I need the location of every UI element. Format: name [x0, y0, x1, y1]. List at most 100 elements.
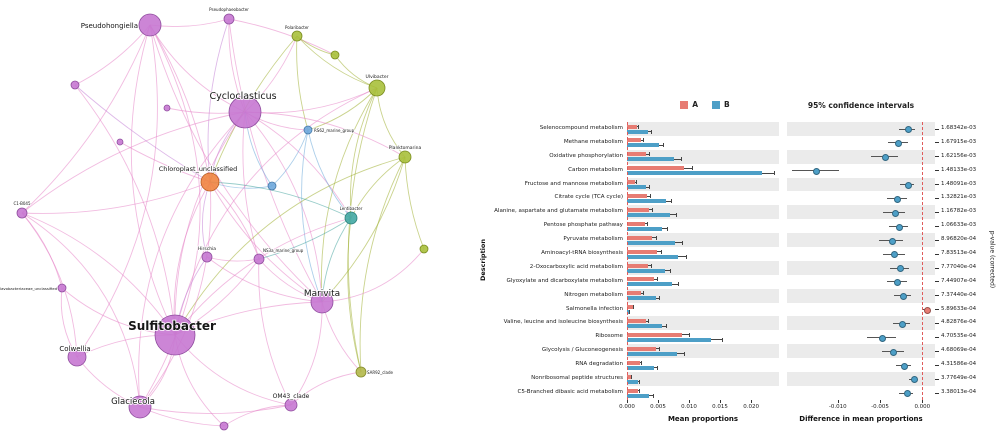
bar-axis-tick-label: 0.010 [681, 404, 697, 410]
pvalue-tick [935, 170, 939, 172]
panel-gap [779, 191, 787, 205]
pvalue-tick [935, 225, 939, 227]
diff-axis-title: Difference in mean proportions [799, 415, 923, 423]
diff-dot [900, 293, 908, 301]
pathway-label: Alanine, aspartate and glutamate metabol… [494, 208, 623, 215]
mean-proportions-cell [627, 260, 779, 275]
mean-proportions-cell [627, 247, 779, 261]
ci-cell [787, 177, 935, 192]
error-bar-a [655, 346, 661, 351]
p-value-text: 1.48133e-03 [941, 166, 977, 173]
pathway-label: Glyoxylate and dicarboxylate metabolism [506, 277, 623, 284]
network-node-label: Flavobacteriaceae_unclassified [0, 286, 58, 291]
network-node [16, 207, 28, 219]
p-value: 4.31586e-04 [935, 358, 985, 372]
network-edge [223, 404, 292, 427]
p-value-text: 1.67915e-03 [941, 138, 977, 145]
diff-zero-line [922, 122, 924, 400]
bar-axis-tick-label: 0.015 [712, 404, 728, 410]
network-edge [290, 301, 323, 406]
pathway-label: RNA degradation [575, 361, 623, 368]
ci-cell [787, 205, 935, 220]
pathway-label: Pentose phosphate pathway [543, 222, 623, 229]
error-bar-b [678, 254, 687, 259]
network-edge [321, 301, 362, 373]
p-value-text: 1.16782e-03 [941, 208, 977, 215]
diff-dot [890, 348, 898, 356]
error-bar-a [635, 180, 637, 185]
pathway-row: Methane metabolism 1.67915e-03 [480, 136, 1000, 150]
diff-dot [901, 362, 909, 370]
mean-proportions-cell [627, 149, 779, 164]
bar-group-a [627, 291, 642, 296]
error-bar-b [629, 310, 631, 315]
network-edge [244, 111, 406, 158]
network-edge [404, 156, 425, 250]
diff-axis-tick [922, 400, 924, 403]
pvalue-tick [935, 128, 939, 130]
network-node [303, 125, 313, 135]
mean-proportions-cell [627, 275, 779, 289]
legend-item: A [680, 100, 698, 109]
mean-proportions-cell [627, 219, 779, 233]
bar-group-b [627, 185, 647, 190]
bar-group-b [627, 268, 665, 273]
pvalue-tick [935, 281, 939, 283]
ci-cell [787, 344, 935, 359]
p-value-text: 7.77040e-04 [941, 263, 977, 270]
network-node [57, 283, 67, 293]
network-edge [347, 217, 362, 373]
diff-dot [904, 126, 912, 134]
p-value: 4.70535e-04 [935, 330, 985, 344]
p-value-text: 8.96820e-04 [941, 236, 977, 243]
panel-gap [779, 372, 787, 386]
network-node [228, 95, 262, 129]
network-node-label: RS62_marine_group [314, 128, 355, 133]
error-bar-a [646, 319, 650, 324]
network-edge [321, 87, 378, 303]
mean-proportions-cell [627, 122, 779, 136]
network-node [398, 150, 412, 164]
error-bar-b [677, 351, 686, 356]
network-edge [174, 111, 246, 336]
network-node [201, 251, 213, 263]
bar-group-a [627, 305, 633, 310]
p-value: 5.89633e-04 [935, 303, 985, 317]
network-edge [244, 111, 323, 303]
p-value-text: 4.68069e-04 [941, 347, 977, 354]
network-edge [258, 258, 292, 406]
pvalue-tick [935, 142, 939, 144]
diff-dot [881, 154, 889, 162]
bar-group-a [627, 124, 637, 129]
p-value-text: 7.44907e-04 [941, 277, 977, 284]
bar-axis-tick [720, 400, 722, 403]
diff-dot [813, 168, 821, 176]
ci-panel-title: 95% confidence intervals [807, 101, 915, 110]
error-bar-b [664, 268, 672, 273]
pvalue-tick [935, 309, 939, 311]
network-edge [139, 406, 225, 427]
panel-gap [779, 219, 787, 233]
pvalue-tick [935, 239, 939, 241]
bar-axis-tick-label: 0.005 [650, 404, 666, 410]
pathway-label: Nonribosomal peptide structures [531, 375, 623, 382]
pathway-label: Methane metabolism [563, 138, 623, 145]
p-value: 4.68069e-04 [935, 344, 985, 358]
error-bar-b [669, 212, 677, 217]
bar-group-a [627, 152, 647, 157]
ci-cell [787, 288, 935, 303]
bar-group-b [627, 254, 679, 259]
bar-group-b [627, 199, 667, 204]
panel-gap [779, 150, 787, 164]
diff-dot [898, 320, 906, 328]
pathway-row: Valine, leucine and isoleucine biosynthe… [480, 316, 1000, 331]
mean-proportions-cell [627, 303, 779, 317]
diff-axis-tick-label: 0.000 [914, 404, 931, 410]
network-edge [21, 24, 151, 214]
